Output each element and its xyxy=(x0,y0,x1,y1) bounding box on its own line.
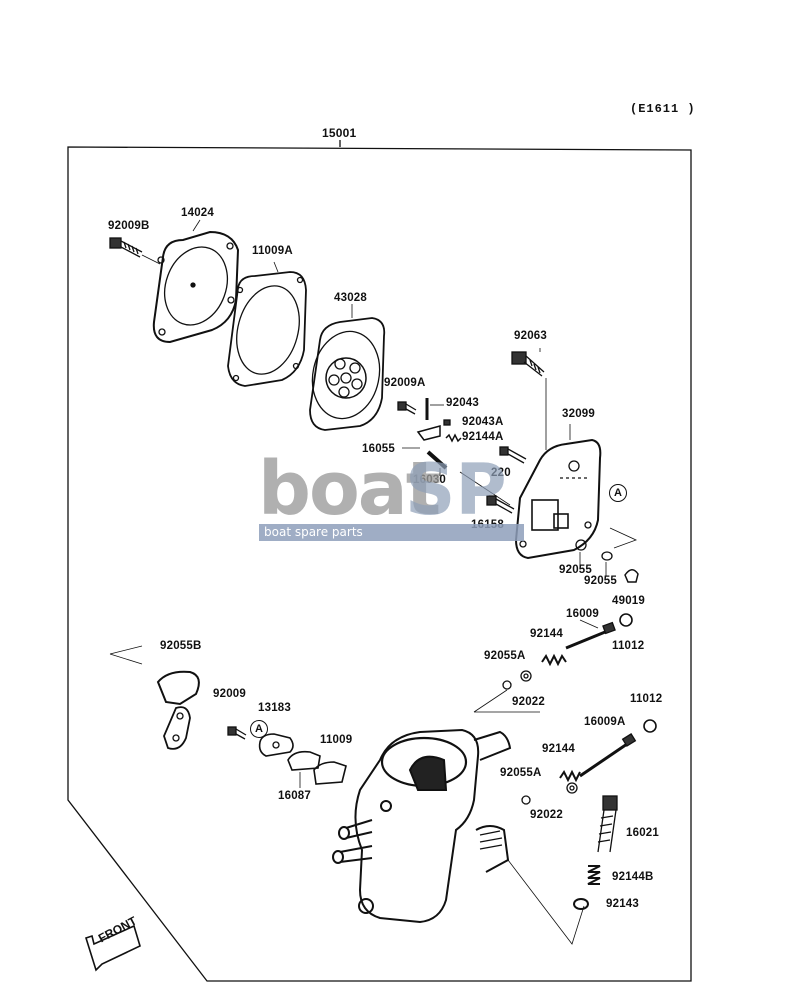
gasket-92055b-icon xyxy=(156,670,200,750)
part-label: 11009A xyxy=(252,245,293,257)
part-label: 92063 xyxy=(514,330,547,342)
part-label: 92043A xyxy=(462,416,504,428)
watermark-brand: boat xyxy=(258,446,441,532)
part-label: 92022 xyxy=(512,696,545,708)
part-label: 220 xyxy=(491,467,511,479)
part-label: 92144B xyxy=(612,871,654,883)
part-label: 16021 xyxy=(626,827,659,839)
part-label: 14024 xyxy=(181,207,214,219)
ref-marker: A xyxy=(250,720,268,738)
diaphragm-43028-icon xyxy=(309,304,386,431)
part-label: 11012 xyxy=(630,693,663,705)
part-label: 13183 xyxy=(258,702,291,714)
ref-marker: A xyxy=(609,484,627,502)
screw-92009b-icon xyxy=(109,237,161,265)
part-label: 16009 xyxy=(566,608,599,620)
part-label: 16055 xyxy=(362,443,395,455)
screw-16021-icon xyxy=(597,795,618,853)
part-label: 92055B xyxy=(160,640,202,652)
assembly-frame xyxy=(67,146,692,982)
part-label: 92055 xyxy=(559,564,592,576)
cover-plate-14024-icon xyxy=(152,219,240,344)
part-label: 92144 xyxy=(530,628,563,640)
watermark-tagline: boat spare parts xyxy=(264,525,363,539)
assembly-number: 15001 xyxy=(322,126,357,140)
diagram-code: (E1611 ) xyxy=(630,102,696,116)
part-label: 16030 xyxy=(413,474,446,486)
part-label: 92009 xyxy=(213,688,246,700)
part-label: 16087 xyxy=(278,790,311,802)
watermark-bar xyxy=(259,524,524,541)
front-arrow-icon xyxy=(85,924,141,972)
gasket-11009a-icon xyxy=(227,261,307,387)
carburetor-body-icon xyxy=(332,728,512,924)
part-label: 92144A xyxy=(462,431,504,443)
bolt-92063-icon xyxy=(511,348,547,450)
part-label: 92022 xyxy=(530,809,563,821)
watermark-suffix: SP xyxy=(405,449,507,531)
part-label: 11009 xyxy=(320,734,353,746)
screw-92009a-icon xyxy=(397,401,417,415)
part-label: 92144 xyxy=(542,743,575,755)
part-label: 92055 xyxy=(584,575,617,587)
pump-cover-32099-icon xyxy=(514,424,602,560)
part-label: 92009B xyxy=(108,220,150,232)
part-label: 43028 xyxy=(334,292,367,304)
part-label: 49019 xyxy=(612,595,645,607)
part-label: 92143 xyxy=(606,898,639,910)
part-label: 32099 xyxy=(562,408,595,420)
part-label: 92055A xyxy=(484,650,526,662)
part-label: 92009A xyxy=(384,377,426,389)
part-label: 11012 xyxy=(612,640,645,652)
part-label: 92043 xyxy=(446,397,479,409)
part-label: 92055A xyxy=(500,767,542,779)
part-label: 16009A xyxy=(584,716,626,728)
